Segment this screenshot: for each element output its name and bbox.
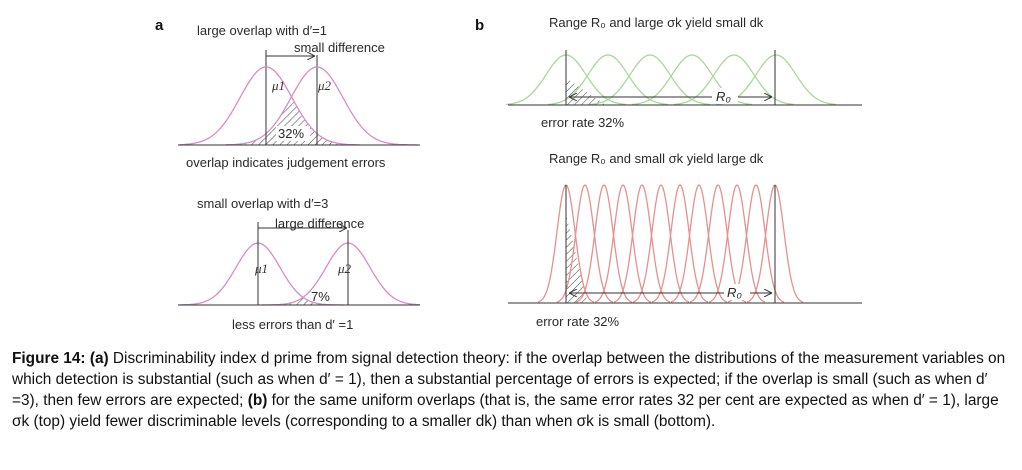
mu2-label-b: μ2 (337, 261, 352, 276)
red-curve-6 (632, 184, 690, 303)
overlap-pct-label-b: 7% (311, 289, 330, 304)
panel-b-label: b (475, 17, 484, 34)
mu1-label: μ1 (271, 78, 285, 93)
r0-bg-bottom (724, 284, 750, 300)
panel-a-bottom-caption: less errors than d′ =1 (232, 317, 353, 332)
red-curve-2 (556, 184, 614, 303)
pct-bg (276, 126, 310, 141)
red-curve-8 (670, 184, 728, 303)
caption-part-a: (a) (89, 350, 109, 367)
distribution-curve-mu1-b (179, 242, 344, 306)
distribution-curve-mu1 (179, 66, 360, 146)
range-label-top: R₀ (716, 89, 731, 104)
mu2-label: μ2 (317, 78, 332, 93)
small-difference-label: small difference (294, 40, 385, 55)
error-rate-bottom: error rate 32% (536, 314, 620, 329)
mu1-label-b: μ1 (254, 261, 268, 276)
red-curve-3 (575, 184, 633, 303)
panel-b-top-title: Range R₀ and large σk yield small dk (549, 15, 764, 30)
caption-text-a: Discriminability index d prime from sign… (12, 350, 1006, 409)
r0-bg-top (712, 88, 738, 104)
caption-text-b: for the same uniform overlaps (that is, … (12, 392, 999, 430)
figure-label: Figure 14: (12, 350, 86, 367)
error-region-top (566, 78, 606, 105)
distribution-curve-mu2-b (262, 242, 421, 306)
red-curve-5 (613, 184, 671, 303)
error-rate-top: error rate 32% (541, 115, 625, 130)
large-difference-label: large difference (275, 216, 364, 231)
distribution-curve-mu2 (224, 66, 418, 146)
figure-canvas: a large overlap with d′=1 small differen… (155, 15, 862, 332)
red-curve-7 (651, 184, 709, 303)
red-curve-4 (594, 184, 652, 303)
caption-part-b: (b) (247, 392, 268, 409)
panel-a-top-caption: overlap indicates judgement errors (186, 155, 386, 170)
panel-b-bottom-title: Range R₀ and small σk yield large dk (549, 151, 764, 166)
panel-a-top-title: large overlap with d′=1 (197, 23, 327, 38)
figure-caption: Figure 14: (a) Discriminability index d … (12, 348, 1010, 432)
overlap-region-7 (272, 297, 340, 305)
range-label-bottom: R₀ (727, 285, 742, 300)
overlap-pct-label: 32% (278, 126, 304, 141)
panel-a-bottom-title: small overlap with d′=3 (197, 196, 328, 211)
panel-a-label: a (155, 17, 164, 34)
